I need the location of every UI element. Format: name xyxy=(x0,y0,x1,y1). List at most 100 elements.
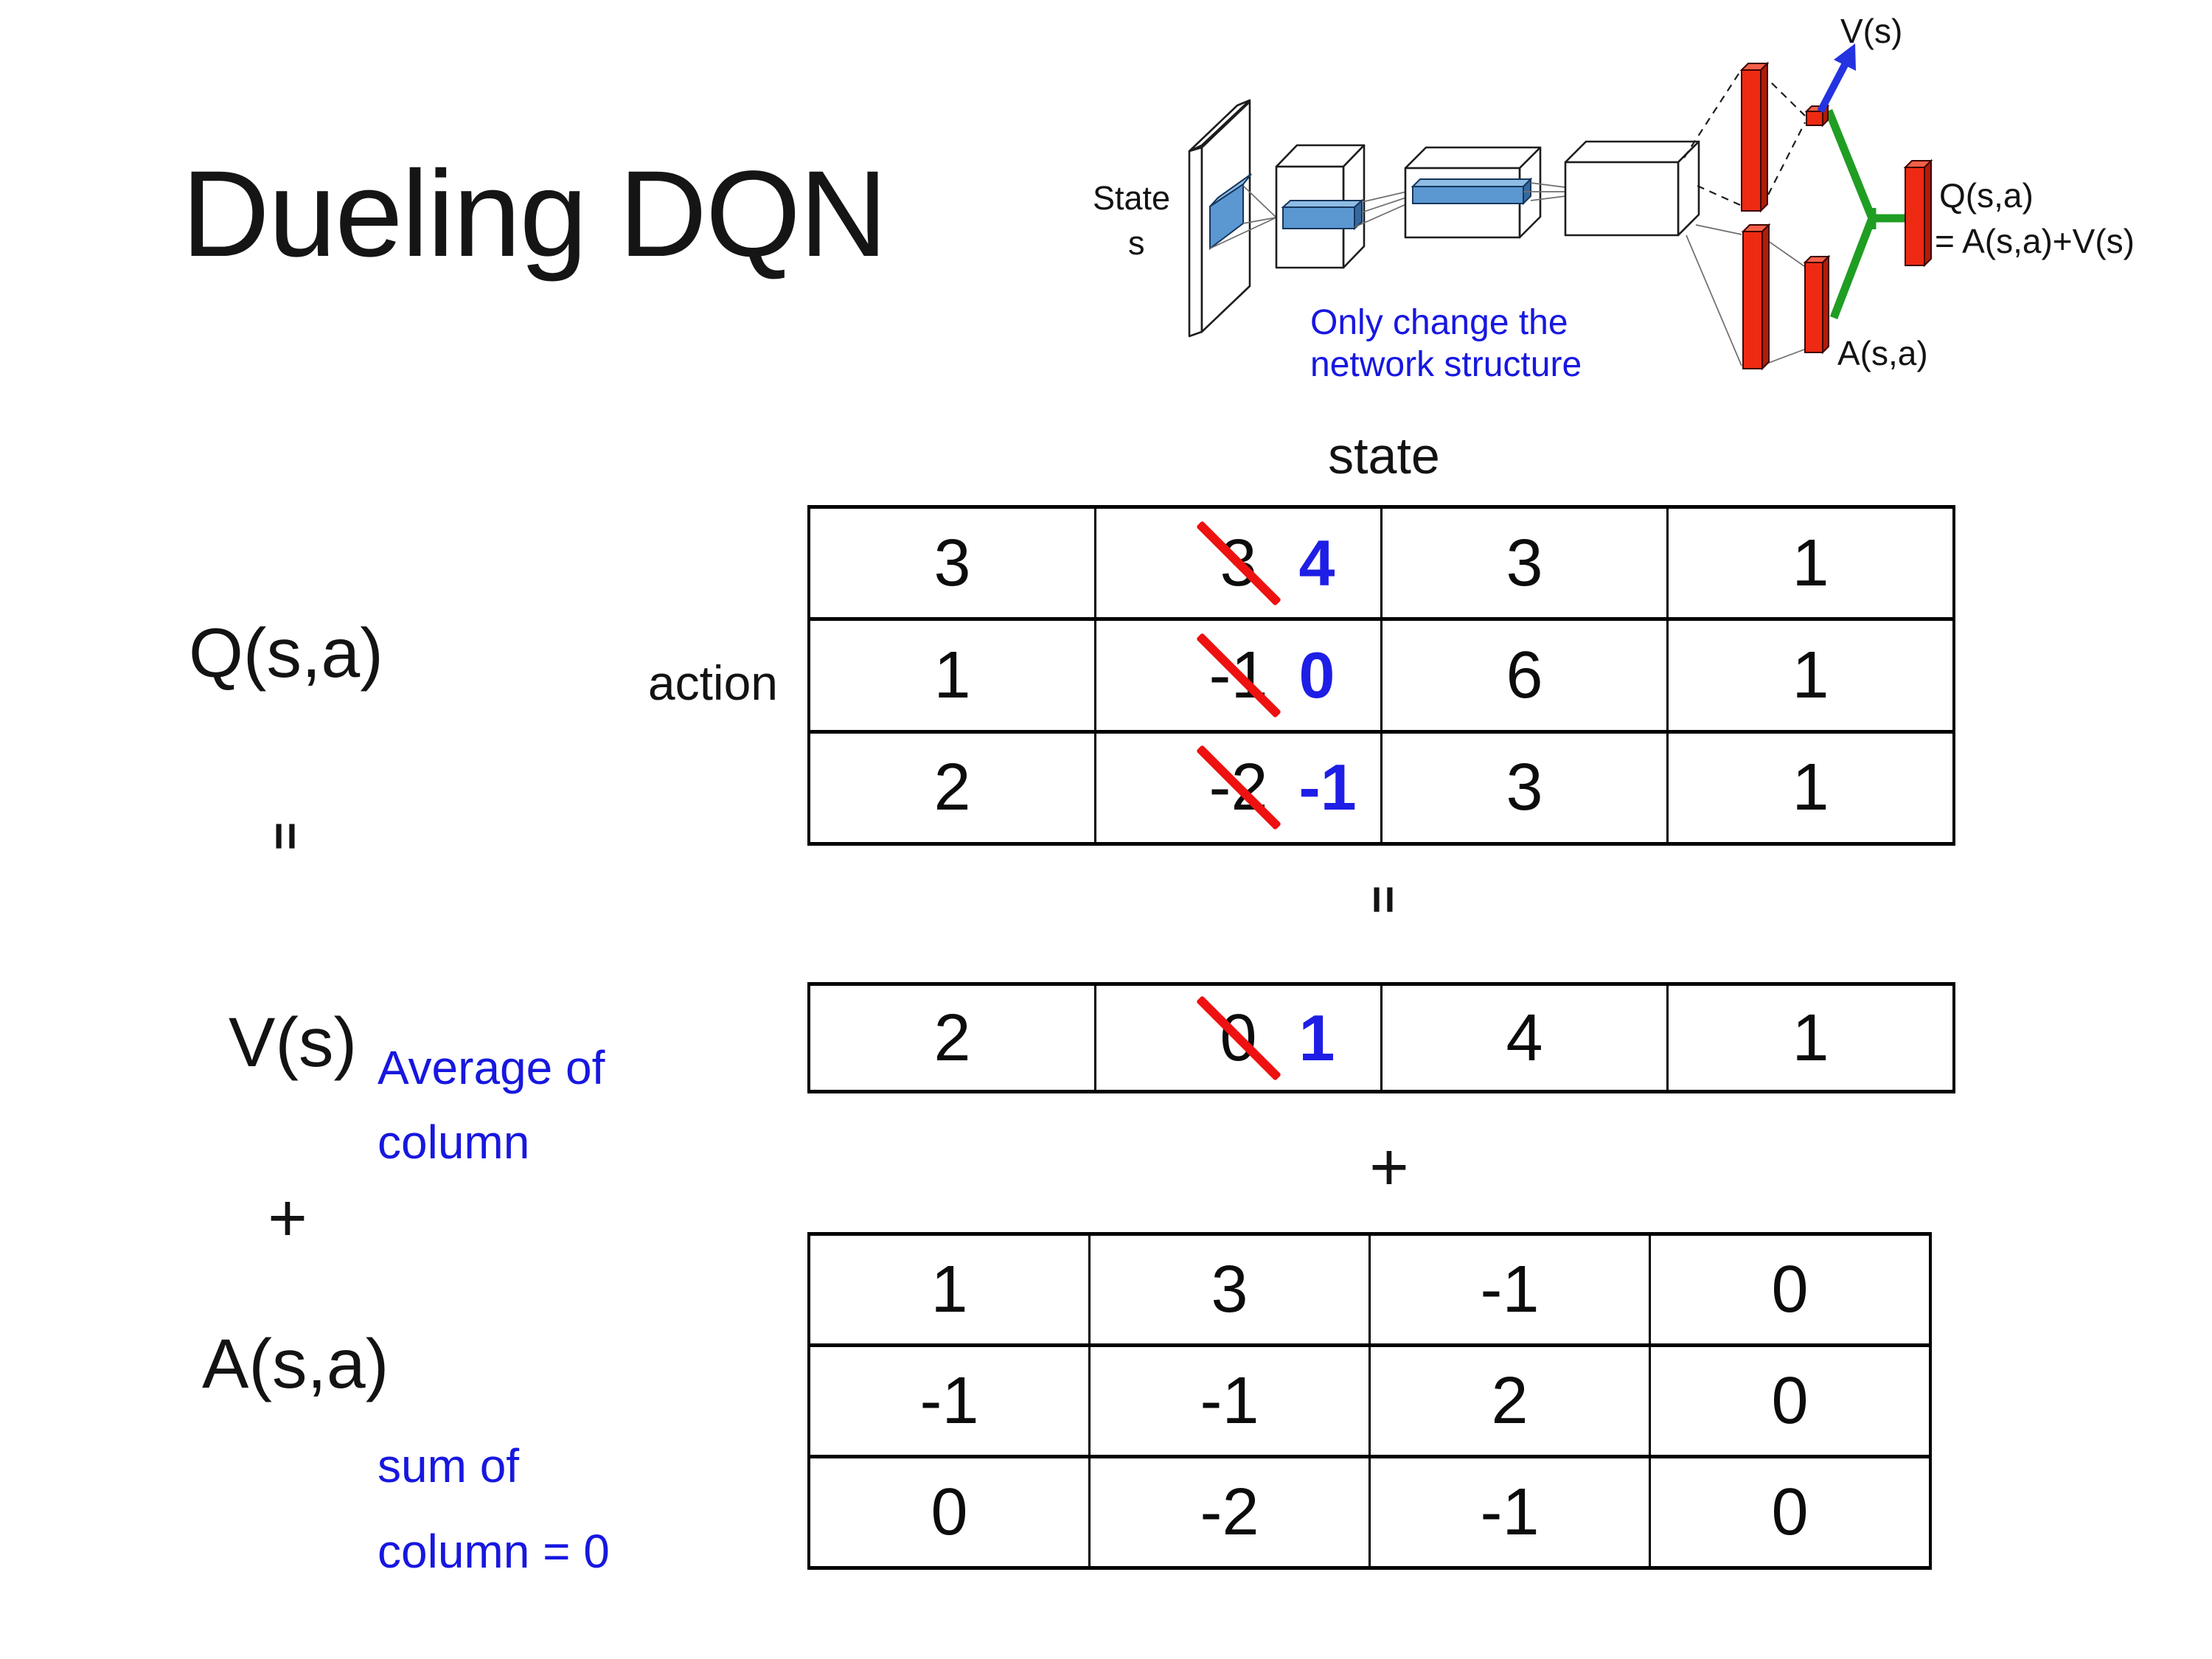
dueling-network-diagram: State s V(s) Q(s,a) = A(s,a)+V(s) A(s,a)… xyxy=(1093,12,2135,384)
state-input-label: State xyxy=(1093,179,1170,217)
cell-value: 0 xyxy=(931,1475,968,1549)
v-table: 2 0 1 4 1 xyxy=(807,982,1955,1093)
plus-left: + xyxy=(268,1180,307,1256)
average-note: Average of column xyxy=(378,1031,605,1180)
average-note-line2: column xyxy=(378,1116,530,1169)
new-value: -1 xyxy=(1298,751,1357,824)
sum-note: sum of column = 0 xyxy=(378,1423,610,1594)
table-row: 0 -2 -1 0 xyxy=(810,1458,1929,1566)
advantage-vector-bar xyxy=(1803,254,1831,355)
cell-value: 1 xyxy=(933,638,971,712)
network-note-line1: Only change the xyxy=(1310,303,1568,342)
table-cell: -1 xyxy=(1371,1458,1651,1566)
table-cell: -2 xyxy=(1091,1458,1371,1566)
q-term-label: Q(s,a) xyxy=(189,614,383,692)
cell-value: -1 xyxy=(919,1364,979,1438)
cell-value: -2 xyxy=(1200,1475,1259,1549)
cell-value: 3 xyxy=(1506,526,1543,600)
sum-note-line1: sum of xyxy=(378,1439,520,1492)
table-cell: 1 xyxy=(1669,509,1952,617)
table-cell: 2 xyxy=(810,733,1096,842)
state-s-label: s xyxy=(1128,224,1145,262)
table-cell-corrected: 0 1 xyxy=(1096,986,1382,1090)
cell-value: -1 xyxy=(1200,1364,1259,1438)
table-cell: 2 xyxy=(1371,1347,1651,1455)
feature-slab-2 xyxy=(1411,177,1533,206)
struck-value: 3 xyxy=(1195,520,1281,606)
struck-value: 0 xyxy=(1195,995,1281,1081)
table-row: 1 3 -1 0 xyxy=(810,1236,1929,1347)
v-output-arrow xyxy=(1817,44,1856,114)
fc-box xyxy=(1564,140,1700,237)
slide-title: Dueling DQN xyxy=(181,146,888,282)
new-value: 4 xyxy=(1298,526,1335,599)
fanout-lines xyxy=(1683,71,1806,366)
cell-value: 1 xyxy=(1792,526,1829,600)
table-cell: 3 xyxy=(810,509,1096,618)
table-cell: 1 xyxy=(810,621,1096,730)
q-output-formula: = A(s,a)+V(s) xyxy=(1935,222,2135,260)
cell-value: 1 xyxy=(1792,638,1829,712)
cell-value: 0 xyxy=(1771,1364,1809,1438)
table-row: -1 -1 2 0 xyxy=(810,1347,1929,1458)
cell-value: 3 xyxy=(1211,1253,1248,1326)
table-cell: 0 xyxy=(810,1458,1091,1566)
cell-value: 2 xyxy=(933,1001,971,1075)
cell-value: 1 xyxy=(1792,1001,1829,1075)
advantage-stream-bar xyxy=(1741,223,1771,371)
state-header: state xyxy=(1328,427,1440,484)
table-cell: 3 xyxy=(1382,509,1669,618)
a-table: 1 3 -1 0 -1 -1 2 0 0 -2 -1 0 xyxy=(807,1232,1932,1570)
plus-center: + xyxy=(1369,1130,1409,1205)
table-cell-corrected: 3 4 xyxy=(1096,509,1382,618)
feature-slab-1 xyxy=(1281,198,1364,231)
new-value: 0 xyxy=(1298,638,1335,712)
cell-value: 1 xyxy=(931,1253,968,1326)
struck-value: -1 xyxy=(1195,633,1281,718)
cell-value: 3 xyxy=(1506,751,1543,825)
a-term-label: A(s,a) xyxy=(202,1325,389,1403)
table-cell: -1 xyxy=(1091,1347,1371,1455)
new-value: 1 xyxy=(1298,1001,1335,1074)
table-cell: 1 xyxy=(1669,986,1952,1090)
table-cell: 6 xyxy=(1382,621,1669,730)
table-cell: 1 xyxy=(1669,734,1952,842)
table-cell: 3 xyxy=(1091,1236,1371,1343)
value-stream-bar xyxy=(1739,61,1770,213)
average-note-line1: Average of xyxy=(378,1041,605,1094)
q-output-bar xyxy=(1903,159,1933,268)
input-patch xyxy=(1209,173,1252,251)
a-output-label: A(s,a) xyxy=(1837,334,1928,372)
table-row: 3 3 4 3 1 xyxy=(810,509,1952,622)
cell-value: 1 xyxy=(1792,751,1829,825)
cell-value: 4 xyxy=(1506,1001,1543,1075)
cell-value: 2 xyxy=(933,751,971,825)
table-cell: 1 xyxy=(1669,621,1952,729)
action-header: action xyxy=(647,655,778,710)
cell-value: -1 xyxy=(1480,1475,1540,1549)
table-cell: 2 xyxy=(810,986,1096,1090)
cell-value: 6 xyxy=(1506,638,1543,712)
struck-value: -2 xyxy=(1195,745,1281,831)
table-row: 2 0 1 4 1 xyxy=(810,986,1952,1090)
table-row: 2 -2 -1 3 1 xyxy=(810,733,1952,842)
table-cell: 0 xyxy=(1651,1236,1929,1343)
equals-center: = xyxy=(1357,885,1411,914)
v-term-label: V(s) xyxy=(229,1004,358,1082)
projection-lines-1 xyxy=(1209,185,1277,249)
projection-lines-3 xyxy=(1523,182,1566,201)
table-cell: 0 xyxy=(1651,1347,1929,1455)
cell-value: -1 xyxy=(1480,1253,1540,1326)
table-cell: 0 xyxy=(1651,1458,1929,1566)
q-output-label: Q(s,a) xyxy=(1939,176,2034,215)
table-row: 1 -1 0 6 1 xyxy=(810,621,1952,734)
table-cell-corrected: -2 -1 xyxy=(1096,733,1382,842)
cell-value: 0 xyxy=(1771,1253,1809,1326)
projection-lines-2 xyxy=(1354,189,1413,228)
cell-value: 2 xyxy=(1491,1364,1528,1438)
table-cell: 3 xyxy=(1382,733,1669,842)
v-output-label: V(s) xyxy=(1840,12,1902,50)
q-table: 3 3 4 3 1 1 -1 0 6 1 2 -2 -1 3 1 xyxy=(807,505,1955,846)
table-cell: 4 xyxy=(1382,986,1669,1090)
